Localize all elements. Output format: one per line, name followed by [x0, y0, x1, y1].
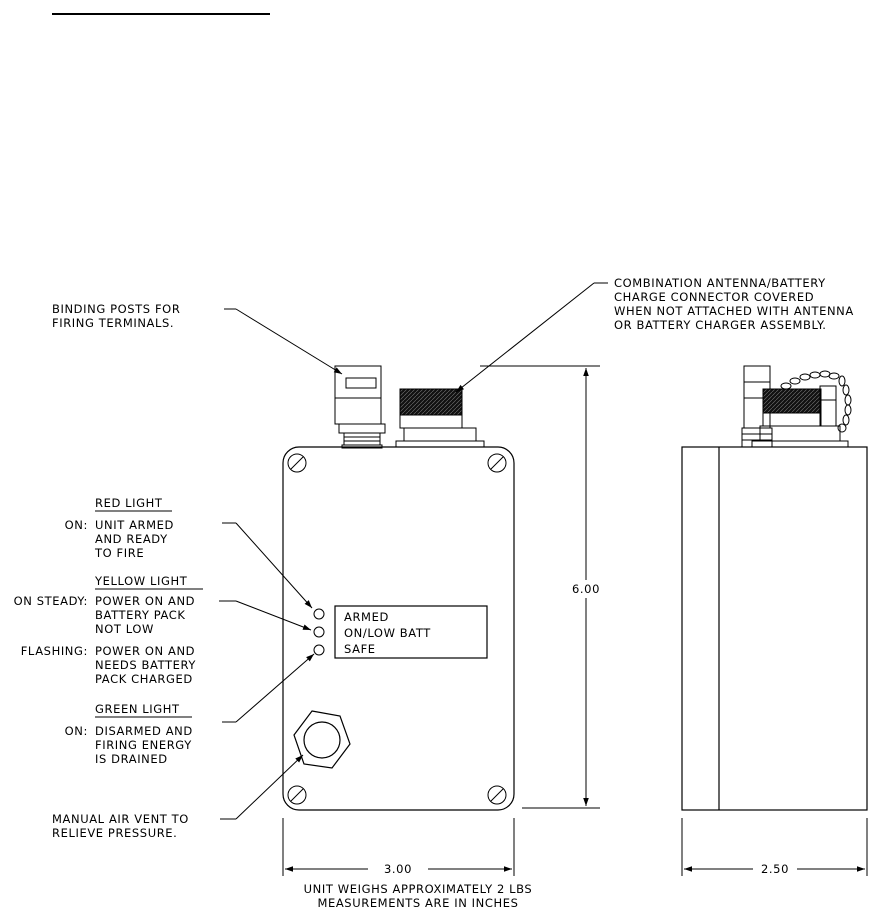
footer-weight: UNIT WEIGHS APPROXIMATELY 2 LBS — [304, 882, 533, 896]
side-view — [681, 365, 868, 811]
panel-label-on-low-batt: ON/LOW BATT — [344, 626, 431, 640]
antenna-callout-line-1: COMBINATION ANTENNA/BATTERY — [614, 276, 826, 290]
air-vent-callout-line-1: MANUAL AIR VENT TO — [52, 812, 189, 826]
status-label-panel — [334, 605, 488, 659]
screw-icon — [487, 453, 507, 473]
screw-icon — [287, 785, 307, 805]
antenna-connector — [395, 388, 485, 448]
front-view: ARMED ON/LOW BATT SAFE — [282, 365, 515, 811]
yellow-light-steady-line-2: BATTERY PACK — [95, 608, 186, 622]
green-light-heading: GREEN LIGHT — [95, 702, 180, 716]
yellow-light-steady-line-1: POWER ON AND — [95, 594, 195, 608]
green-light-indicator — [313, 644, 325, 656]
green-light-desc-line-1: DISARMED AND — [95, 724, 193, 738]
yellow-light-heading: YELLOW LIGHT — [94, 574, 188, 588]
panel-label-safe: SAFE — [344, 642, 376, 656]
depth-dimension: 2.50 — [761, 862, 789, 876]
air-vent-callout-line-2: RELIEVE PRESSURE. — [52, 826, 177, 840]
binding-posts — [334, 365, 386, 449]
red-light-desc-line-1: UNIT ARMED — [95, 518, 174, 532]
side-body — [681, 446, 868, 811]
red-light-indicator — [313, 608, 325, 620]
green-light-prefix: ON: — [65, 724, 88, 738]
yellow-light-flashing-line-1: POWER ON AND — [95, 644, 195, 658]
screw-icon — [287, 453, 307, 473]
yellow-light-steady-prefix: ON STEADY: — [14, 594, 88, 608]
panel-label-armed: ARMED — [344, 610, 389, 624]
antenna-callout-line-2: CHARGE CONNECTOR COVERED — [614, 290, 814, 304]
air-vent-icon — [293, 710, 351, 769]
footer-units: MEASUREMENTS ARE IN INCHES — [317, 896, 518, 910]
red-light-prefix: ON: — [65, 518, 88, 532]
yellow-light-steady-line-3: NOT LOW — [95, 622, 154, 636]
screw-icon — [487, 785, 507, 805]
yellow-light-indicator — [313, 626, 325, 638]
red-light-desc-line-2: AND READY — [95, 532, 168, 546]
binding-posts-callout-line-1: BINDING POSTS FOR — [52, 302, 180, 316]
antenna-callout-line-4: OR BATTERY CHARGER ASSEMBLY. — [614, 318, 827, 332]
binding-posts-callout-line-2: FIRING TERMINALS. — [52, 316, 174, 330]
green-light-desc-line-2: FIRING ENERGY — [95, 738, 192, 752]
width-dimension: 3.00 — [384, 862, 412, 876]
height-dimension: 6.00 — [572, 582, 600, 596]
red-light-heading: RED LIGHT — [95, 496, 163, 510]
antenna-callout-line-3: WHEN NOT ATTACHED WITH ANTENNA — [614, 304, 854, 318]
red-light-desc-line-3: TO FIRE — [94, 546, 144, 560]
yellow-light-flashing-line-2: NEEDS BATTERY — [95, 658, 196, 672]
green-light-desc-line-3: IS DRAINED — [95, 752, 168, 766]
yellow-light-flashing-line-3: PACK CHARGED — [95, 672, 193, 686]
yellow-light-flashing-prefix: FLASHING: — [21, 644, 88, 658]
cap-chain-icon — [780, 370, 852, 433]
